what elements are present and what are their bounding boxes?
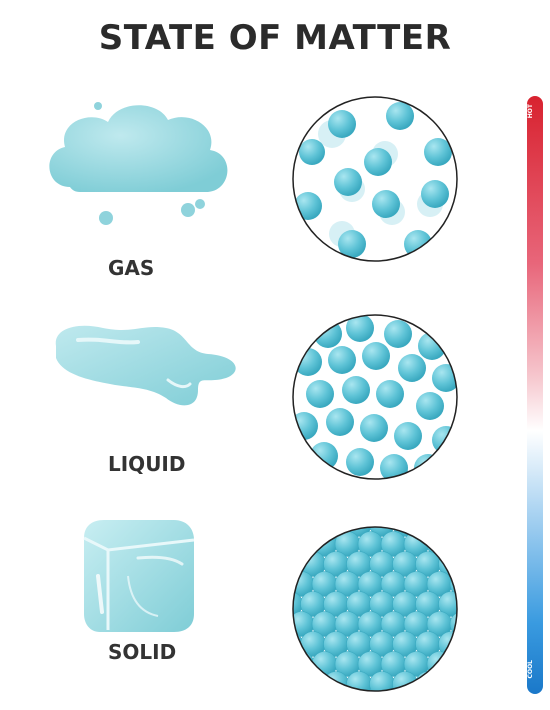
liquid-puddle-illustration <box>55 325 236 406</box>
solid-particle <box>335 692 360 695</box>
solid-particle <box>300 527 326 537</box>
diagram-title: STATE OF MATTER <box>98 18 452 58</box>
cool-label: COOL <box>527 660 534 679</box>
gas-cloud-illustration <box>49 102 228 225</box>
solid-particle <box>293 671 303 691</box>
solid-particle <box>293 531 315 557</box>
solid-particle <box>300 671 326 691</box>
gas-particles-circle <box>292 96 458 262</box>
solid-particle <box>438 527 457 537</box>
solid-particle <box>358 692 383 695</box>
solid-particle <box>449 651 457 677</box>
solid-particle <box>450 692 460 695</box>
temperature-gradient-bar <box>527 96 543 694</box>
solid-particle <box>438 671 457 691</box>
liquid-particles-circle <box>292 314 458 480</box>
solid-particle <box>404 692 429 695</box>
solid-particle <box>369 527 395 537</box>
solid-label: SOLID <box>108 640 177 664</box>
solid-particle <box>290 692 291 695</box>
solid-particle <box>312 692 337 695</box>
hot-label: HOT <box>527 104 534 119</box>
solid-particle <box>427 692 452 695</box>
solid-particle <box>381 692 406 695</box>
solid-particle <box>293 527 303 537</box>
solid-particle <box>290 612 291 637</box>
solid-particle <box>293 651 315 677</box>
solid-particle <box>392 671 418 691</box>
solid-particle <box>438 591 457 617</box>
solid-particles-circle <box>290 526 460 695</box>
liquid-label: LIQUID <box>108 452 186 476</box>
solid-particle <box>415 527 441 537</box>
solid-ice-cube-illustration <box>83 520 195 632</box>
solid-particle <box>415 671 441 691</box>
solid-particle <box>290 532 291 557</box>
gas-label: GAS <box>108 256 155 280</box>
solid-particle <box>426 651 453 677</box>
solid-particle <box>290 572 291 597</box>
solid-particle <box>290 652 291 677</box>
solid-particle <box>290 692 314 695</box>
solid-particle <box>449 531 457 557</box>
